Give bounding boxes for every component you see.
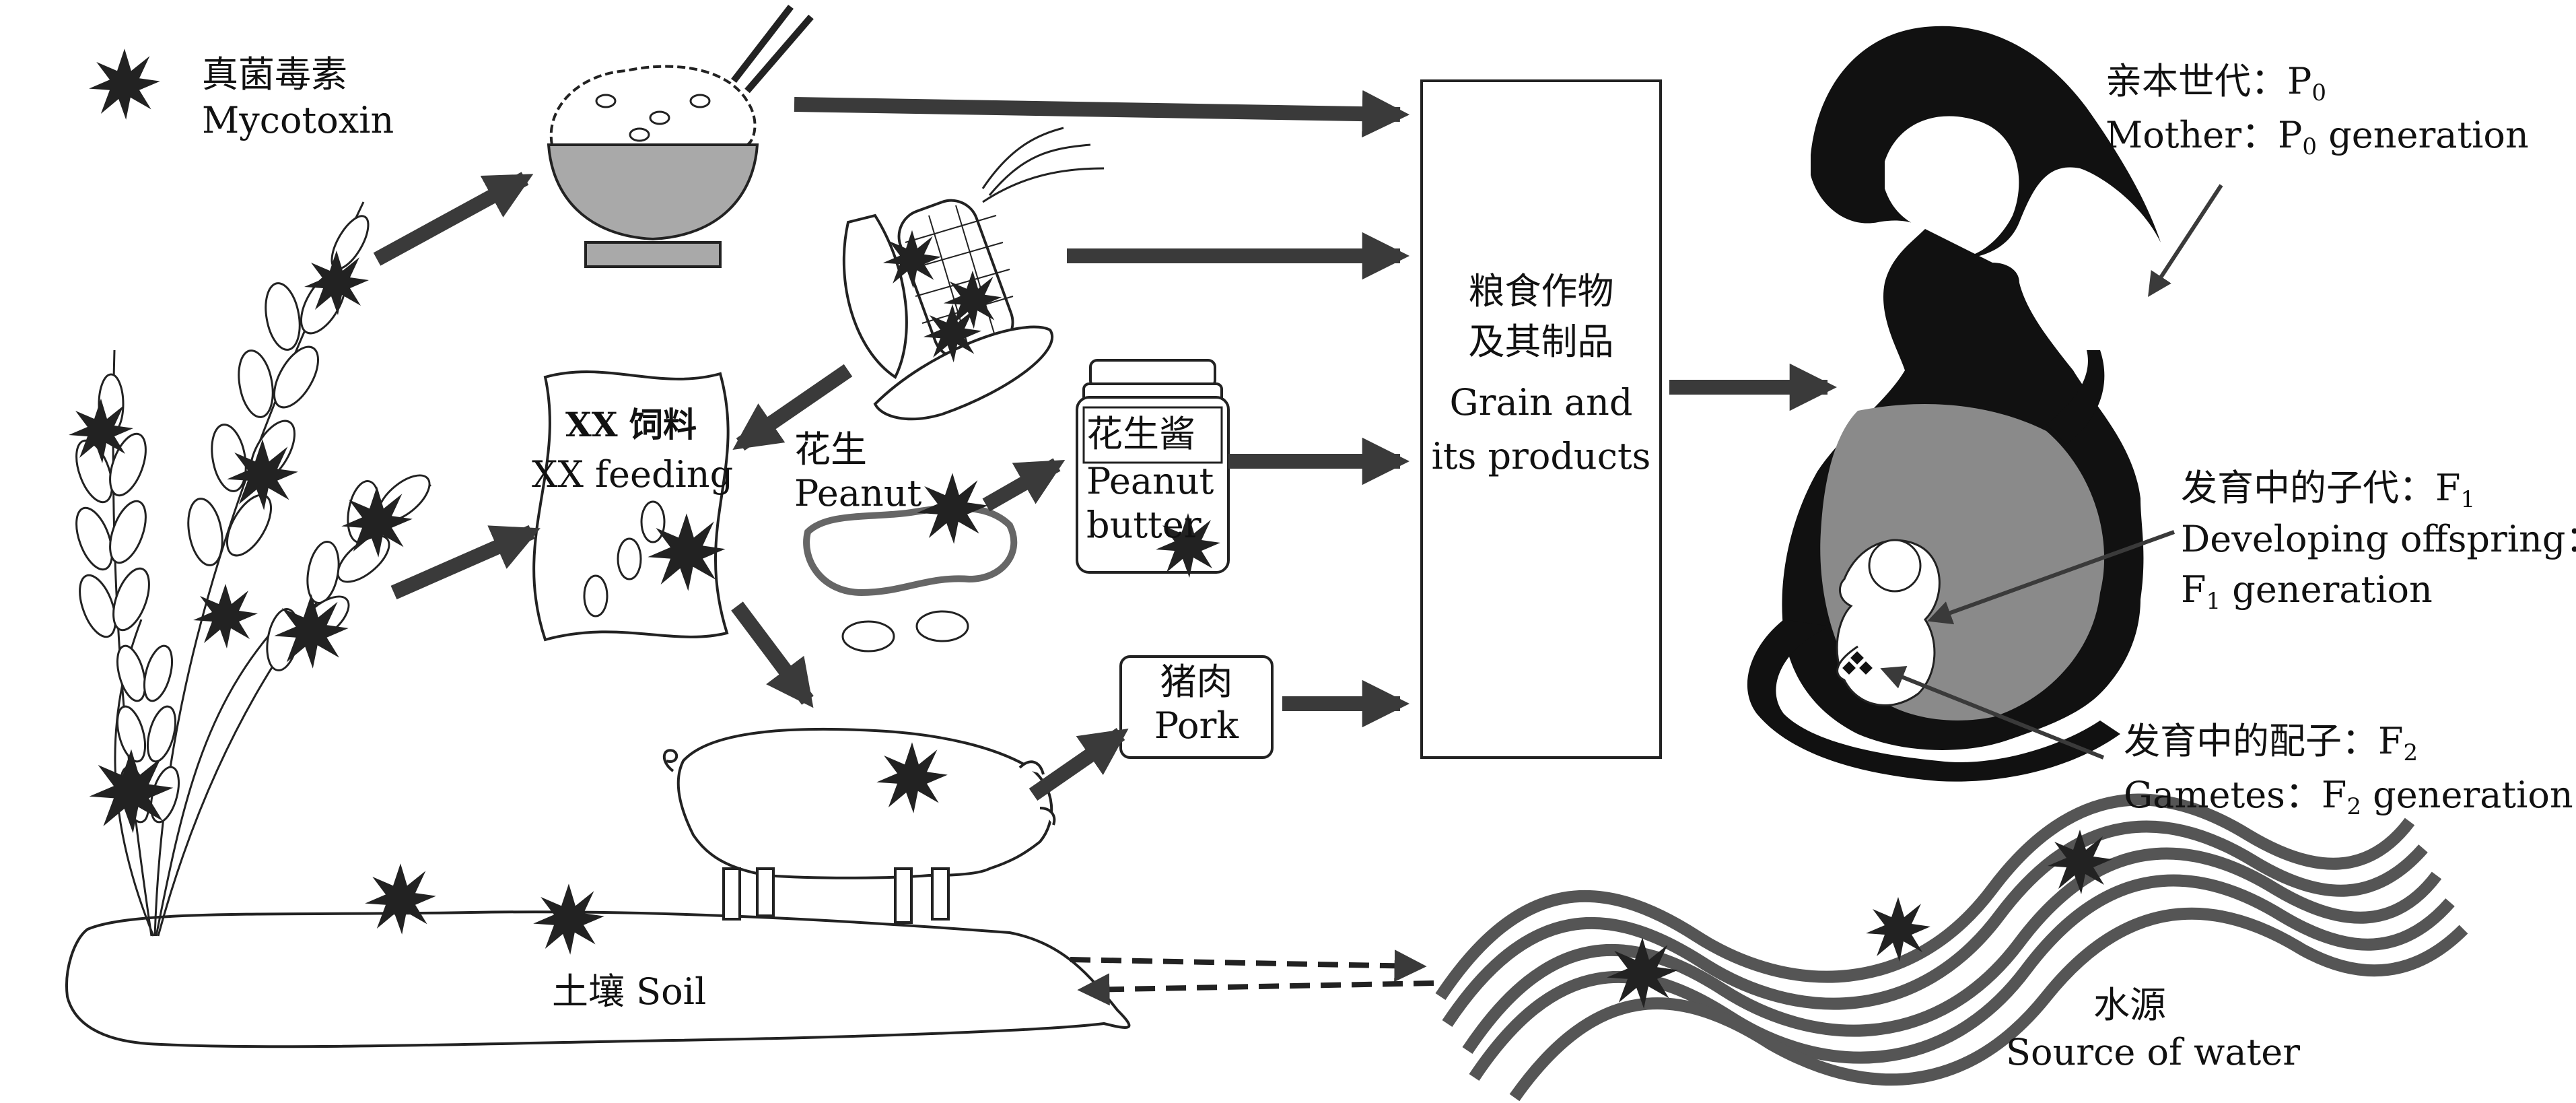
water-label-en: Source of water bbox=[2006, 1031, 2301, 1073]
rice-bowl-illustration bbox=[547, 4, 814, 268]
gamete-dots bbox=[1842, 651, 1873, 675]
peanut-butter-label-en-2: butter bbox=[1086, 504, 1202, 546]
grain-products-box bbox=[1420, 79, 1662, 759]
legend-label-en: Mycotoxin bbox=[202, 99, 394, 141]
grain-label-zh-1: 粮食作物 bbox=[1468, 270, 1614, 312]
corn-illustration bbox=[842, 127, 1105, 421]
soil-mound bbox=[65, 910, 1131, 1048]
offspring-label-en-1: Developing offspring： bbox=[2181, 518, 2576, 560]
water-waves bbox=[1435, 793, 2468, 1102]
peanut-label-zh: 花生 bbox=[794, 428, 867, 471]
grain-label-zh-2: 及其制品 bbox=[1468, 321, 1614, 363]
water-label-zh: 水源 bbox=[2093, 984, 2166, 1026]
pointer-lines bbox=[1880, 184, 2223, 760]
gametes-label-en: Gametes：F2 generation bbox=[2124, 774, 2573, 820]
feed-pellets bbox=[583, 500, 666, 617]
arrows bbox=[373, 90, 1838, 801]
feed-label-en: XX feeding bbox=[532, 453, 734, 496]
peanut-butter-label-en-1: Peanut bbox=[1086, 460, 1214, 502]
pregnant-woman-silhouette bbox=[1747, 26, 2161, 782]
legend-label-zh: 真菌毒素 bbox=[202, 53, 347, 96]
pork-label-en: Pork bbox=[1154, 704, 1239, 747]
gametes-label-zh: 发育中的配子：F2 bbox=[2124, 720, 2418, 766]
dashed-arrows bbox=[1070, 949, 1434, 1006]
grain-label-en-1: Grain and bbox=[1449, 381, 1633, 424]
feed-box-label: XX 饲料 bbox=[565, 405, 697, 444]
peanut-label-en: Peanut bbox=[794, 472, 922, 514]
fetus-illustration bbox=[1836, 539, 1941, 706]
offspring-label-zh: 发育中的子代：F1 bbox=[2181, 467, 2476, 513]
mother-label-en: Mother：P0 generation bbox=[2105, 114, 2529, 160]
grain-label-en-2: its products bbox=[1431, 435, 1651, 477]
pig-illustration bbox=[662, 727, 1056, 924]
peanut-illustration bbox=[803, 504, 1018, 653]
offspring-label-en-2: F1 generation bbox=[2181, 568, 2433, 615]
soil-label: 土壤 Soil bbox=[552, 970, 707, 1013]
mother-label-zh: 亲本世代：P0 bbox=[2105, 60, 2326, 106]
wheat-plant bbox=[75, 201, 431, 937]
pork-box bbox=[1119, 655, 1274, 759]
toxin-legend-icon bbox=[89, 48, 160, 120]
peanut-butter-jar-label: 花生酱 bbox=[1086, 413, 1195, 455]
pork-label-zh: 猪肉 bbox=[1160, 661, 1233, 703]
